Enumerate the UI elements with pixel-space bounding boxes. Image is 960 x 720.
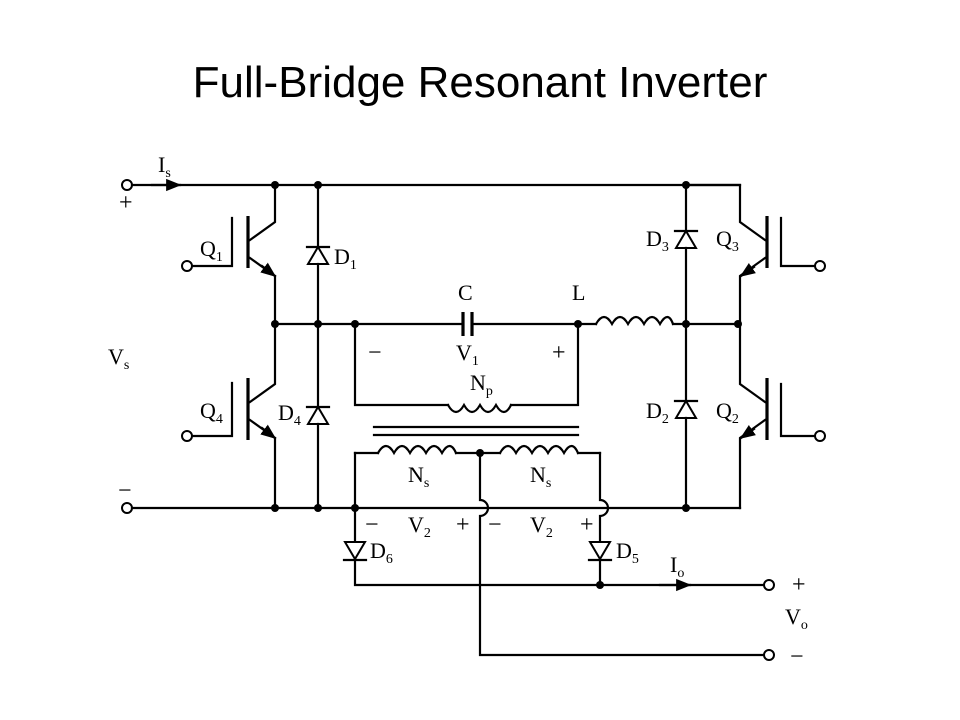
diode-d4 [305,322,331,510]
label-q2: Q2 [716,398,739,427]
label-d3: D3 [646,226,669,255]
diode-d3 [673,183,699,326]
label-c: C [458,280,473,305]
labels: Is + Vs − Q1 Q4 D1 D4 D3 Q3 D2 Q2 C L − … [108,152,808,670]
sign-output-minus: − [790,644,804,670]
label-q3: Q3 [716,226,739,255]
transistor-q4 [181,322,277,510]
diode-d2 [673,322,699,510]
diode-d5 [587,541,692,592]
q2-gate-terminal [814,430,826,442]
diode-d6 [342,541,766,587]
label-d1: D1 [334,244,357,273]
label-q4: Q4 [200,398,223,427]
transistor-q2 [738,322,826,510]
q1-gate-terminal [181,260,193,272]
transistor-q1 [181,183,277,326]
label-io: Io [670,552,684,581]
middle-branch [273,312,742,336]
bottom-rail [121,502,742,514]
sign-v2b-plus: + [580,512,594,538]
transformer-core [372,425,580,437]
label-d4: D4 [278,400,301,429]
label-l: L [572,280,585,305]
diode-d1 [305,183,331,326]
label-d2: D2 [646,398,669,427]
label-v2-left: V2 [408,512,431,541]
sign-output-plus: + [792,572,806,598]
label-vo: Vo [785,604,808,633]
output-terminal-minus [763,649,775,661]
output-terminal-plus [763,579,775,591]
transistor-q3 [684,183,826,326]
sign-v2a-plus: + [456,512,470,538]
sign-v1-plus: + [552,340,566,366]
label-ns-right: Ns [530,462,551,491]
sign-v1-minus: − [368,340,382,366]
label-d5: D5 [616,538,639,567]
secondary-windings [353,444,766,657]
label-v1: V1 [456,340,479,369]
input-terminal-plus [121,179,133,191]
sign-input-plus: + [119,190,133,216]
label-q1: Q1 [200,236,223,265]
label-is: Is [158,152,171,181]
label-ns-left: Ns [408,462,429,491]
junction-dots [271,181,742,589]
label-vs: Vs [108,344,129,373]
slide-title: Full-Bridge Resonant Inverter [192,58,768,107]
input-terminal-minus [121,502,133,514]
top-rail [121,178,742,192]
sign-v2a-minus: − [365,512,379,538]
label-d6: D6 [370,538,393,567]
q3-gate-terminal [814,260,826,272]
primary-winding [353,322,580,414]
sign-v2b-minus: − [488,512,502,538]
label-np: Np [470,370,493,399]
q4-gate-terminal [181,430,193,442]
sign-input-minus: − [118,478,132,504]
label-v2-right: V2 [530,512,553,541]
